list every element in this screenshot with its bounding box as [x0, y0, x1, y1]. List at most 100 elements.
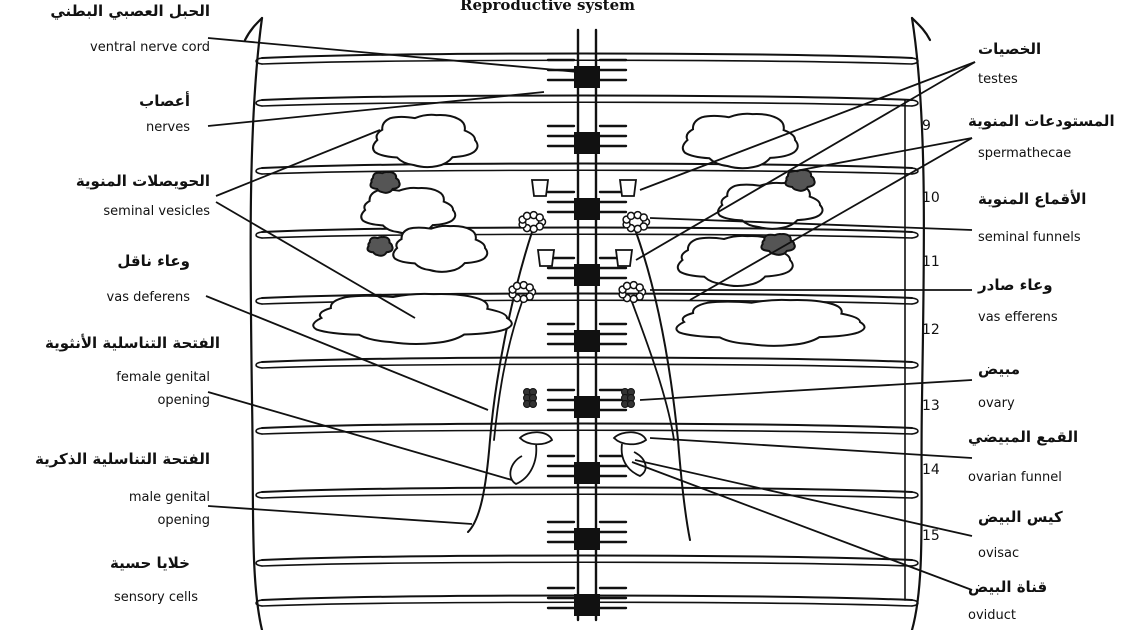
label-oviduct-ar: قناة البيض [968, 578, 1047, 596]
septum-line [262, 562, 912, 566]
ovary [628, 401, 635, 408]
testis [616, 250, 632, 266]
label-female-genital-opening-en2: opening [157, 393, 210, 408]
label-testes-ar: الخصيات [978, 40, 1041, 58]
seminal-vesicle [393, 226, 487, 272]
ovary [530, 401, 537, 408]
septum-line [262, 488, 912, 493]
septum-end [912, 298, 918, 304]
leader-line [208, 506, 472, 524]
septum-end [256, 298, 262, 304]
testis [532, 180, 548, 196]
ganglion [574, 330, 600, 352]
leader-line [208, 38, 578, 72]
seminal-funnel [536, 214, 543, 221]
oviduct [510, 444, 536, 484]
testis [620, 180, 636, 196]
seminal-funnel [630, 295, 637, 302]
septum-end [912, 362, 918, 368]
septum-end [912, 428, 918, 434]
septum-end [256, 428, 262, 434]
seminal-funnel [628, 212, 635, 219]
label-sensory-cells-ar: خلايا حسية [110, 554, 190, 572]
label-seminal-vesicles-en: seminal vesicles [103, 204, 210, 219]
septum-end [912, 560, 918, 566]
leader-line [216, 130, 380, 196]
label-ventral-nerve-cord-en: ventral nerve cord [90, 40, 210, 55]
label-seminal-funnels-en: seminal funnels [978, 230, 1081, 245]
septum-end [256, 168, 262, 174]
ganglion [574, 66, 600, 88]
segment-number: 10 [922, 190, 940, 206]
ganglion [574, 396, 600, 418]
label-spermathecae-en: spermathecae [978, 146, 1071, 161]
label-nerves-en: nerves [146, 120, 190, 135]
label-ovary-ar: مبيض [978, 360, 1020, 378]
label-ovarian-funnel-en: ovarian funnel [968, 470, 1062, 485]
label-ovarian-funnel-ar: القمع المبيضي [968, 428, 1078, 446]
seminal-funnel [514, 282, 521, 289]
seminal-funnel [524, 212, 531, 219]
label-seminal-funnels-ar: الأقماع المنوية [978, 190, 1086, 208]
label-male-genital-opening-en2: opening [157, 513, 210, 528]
body-wall-left [251, 18, 262, 630]
seminal-vesicle [676, 300, 864, 346]
ovarian-funnel [520, 432, 552, 444]
ganglion [574, 462, 600, 484]
septum-end [256, 492, 262, 498]
label-sensory-cells-en: sensory cells [114, 590, 198, 605]
septum-line [262, 424, 912, 429]
label-ovisac-ar: كيس البيض [978, 508, 1063, 526]
diagram-title: Reproductive system [460, 0, 635, 14]
label-oviduct-en: oviduct [968, 608, 1016, 623]
segment-number: 9 [922, 118, 931, 134]
septum-line [262, 102, 912, 106]
seminal-funnel [624, 282, 631, 289]
septum-end [256, 100, 262, 106]
label-testes-en: testes [978, 72, 1018, 87]
septum-line [262, 54, 912, 59]
label-male-genital-opening-ar: الفتحة التناسلية الذكرية [35, 450, 210, 468]
ganglion [574, 198, 600, 220]
seminal-funnel [526, 284, 533, 291]
label-vas-efferens-en: vas efferens [978, 310, 1058, 325]
label-ventral-nerve-cord-ar: الحبل العصبي البطني [50, 2, 210, 20]
septum-line [262, 234, 912, 238]
septum-end [912, 492, 918, 498]
seminal-funnel [636, 284, 643, 291]
septum-line [262, 96, 912, 101]
label-ovary-en: ovary [978, 396, 1015, 411]
testis [538, 250, 554, 266]
ganglion [574, 594, 600, 616]
septum-end [256, 232, 262, 238]
septum-line [262, 494, 912, 498]
seminal-vesicle [683, 114, 798, 168]
septum-line [262, 430, 912, 434]
leader-line [650, 438, 972, 458]
septum-end [912, 100, 918, 106]
seminal-funnel [640, 214, 647, 221]
label-seminal-vesicles-ar: الحويصلات المنوية [76, 172, 210, 190]
ganglion [574, 264, 600, 286]
septum-end [256, 560, 262, 566]
label-female-genital-opening-en: female genital [116, 370, 210, 385]
septum-end [912, 232, 918, 238]
segment-number: 11 [922, 254, 940, 270]
seminal-funnel [530, 225, 537, 232]
segment-number: 14 [922, 462, 940, 478]
ovisac [622, 444, 646, 476]
segment-number: 15 [922, 528, 940, 544]
septum-line [262, 170, 912, 174]
label-ovisac-en: ovisac [978, 546, 1019, 561]
seminal-vesicle [373, 115, 478, 167]
ovarian-funnel [614, 432, 646, 444]
septum-end [256, 362, 262, 368]
septum-line [262, 364, 912, 368]
label-male-genital-opening-en: male genital [129, 490, 210, 505]
seminal-funnel [520, 295, 527, 302]
ganglion [574, 132, 600, 154]
seminal-funnel [634, 225, 641, 232]
septum-line [262, 60, 912, 64]
label-vas-deferens-ar: وعاء ناقل [117, 252, 190, 270]
